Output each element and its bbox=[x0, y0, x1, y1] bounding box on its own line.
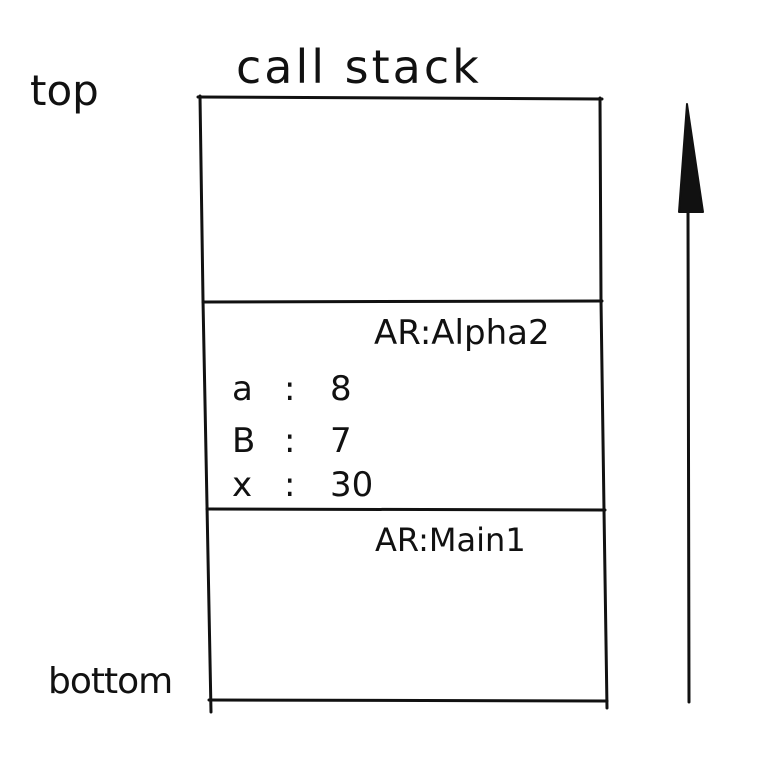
frame-name-main1: AR:Main1 bbox=[375, 521, 526, 559]
variable-separator: : bbox=[284, 369, 296, 409]
frame-divider-top bbox=[201, 299, 604, 304]
variable-name: a bbox=[232, 369, 253, 409]
stack-top-edge bbox=[196, 95, 604, 101]
variable-value: 30 bbox=[330, 465, 374, 505]
stack-right-edge bbox=[598, 96, 609, 710]
stack-bottom-edge bbox=[207, 698, 609, 703]
variable-value: 7 bbox=[330, 421, 352, 461]
diagram-title: call stack bbox=[236, 40, 482, 94]
frame-name-alpha2: AR:Alpha2 bbox=[374, 313, 550, 353]
frame-divider-bottom bbox=[205, 507, 607, 512]
variable-separator: : bbox=[284, 465, 296, 505]
variable-separator: : bbox=[284, 421, 296, 461]
arrow-shaft bbox=[686, 208, 691, 704]
upward-arrow-icon bbox=[678, 103, 704, 704]
variable-row-b: B:7 bbox=[232, 424, 352, 458]
variable-name: B bbox=[232, 421, 256, 461]
variable-row-x: x:30 bbox=[232, 468, 373, 502]
bottom-label: bottom bbox=[48, 661, 173, 702]
arrow-head bbox=[678, 103, 704, 213]
stack-left-edge bbox=[198, 94, 213, 714]
top-label: top bbox=[30, 66, 99, 115]
variable-row-a: a:8 bbox=[232, 372, 352, 406]
variable-value: 8 bbox=[330, 369, 352, 409]
variable-name: x bbox=[232, 465, 253, 505]
